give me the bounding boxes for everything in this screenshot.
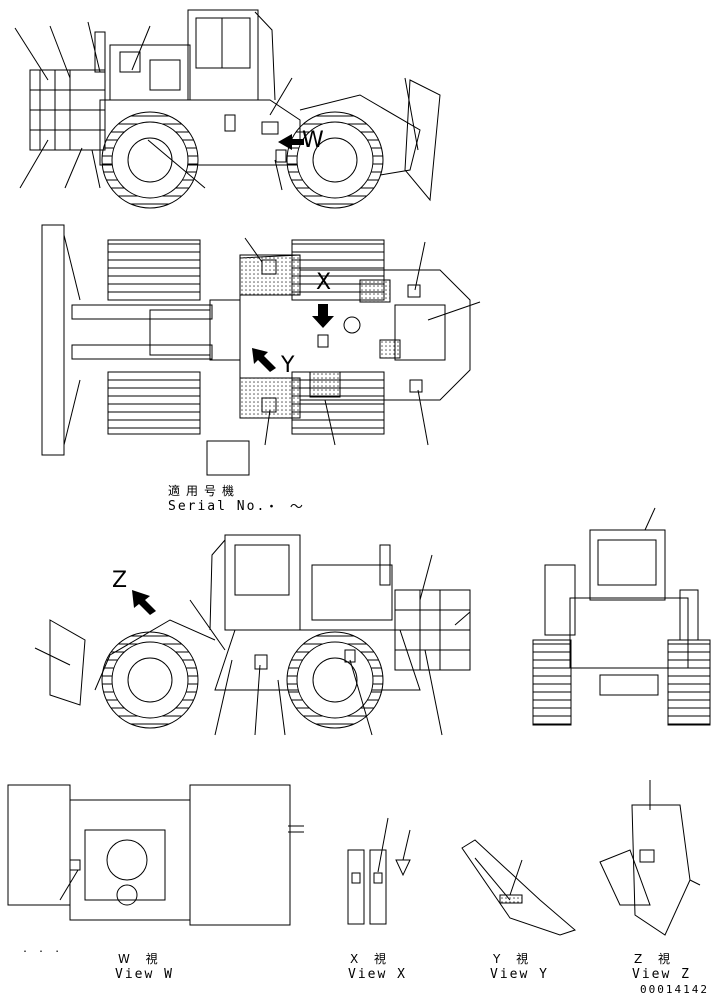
view-x-en: View X xyxy=(348,967,407,982)
serial-range: ・ 〜 xyxy=(265,500,305,515)
arrow-diagonal-icon xyxy=(252,348,276,372)
view-z-en: View Z xyxy=(632,967,691,982)
arrow-down-icon xyxy=(312,304,334,328)
side-view-left xyxy=(14,9,441,209)
view-x-jp: X 視 xyxy=(350,952,393,966)
view-letter-y: Y xyxy=(281,353,295,378)
small-mark: . . . xyxy=(22,944,63,955)
view-y-en: View Y xyxy=(490,967,549,982)
side-view-right xyxy=(34,534,471,736)
view-w-en: View W xyxy=(115,967,174,982)
arrow-diagonal-icon xyxy=(132,590,156,615)
view-letter-w: W xyxy=(302,128,324,153)
view-y-detail xyxy=(461,839,576,936)
view-z-jp: Z 視 xyxy=(634,952,677,966)
view-z-detail xyxy=(599,780,701,936)
drawing-number: 00014142 xyxy=(640,983,709,996)
arrow-left-icon xyxy=(278,134,304,150)
top-plan-view xyxy=(41,224,481,476)
view-letter-z: Z xyxy=(112,568,128,593)
view-letter-x: X xyxy=(316,270,332,295)
serial-label-jp: 適用号機 xyxy=(168,484,241,498)
view-y-jp: Y 視 xyxy=(493,952,535,966)
serial-label-en: Serial No. xyxy=(168,499,267,514)
view-w-jp: W 視 xyxy=(118,952,164,966)
rear-view xyxy=(532,507,711,726)
view-w-detail xyxy=(7,784,304,926)
view-x-detail xyxy=(347,817,411,925)
